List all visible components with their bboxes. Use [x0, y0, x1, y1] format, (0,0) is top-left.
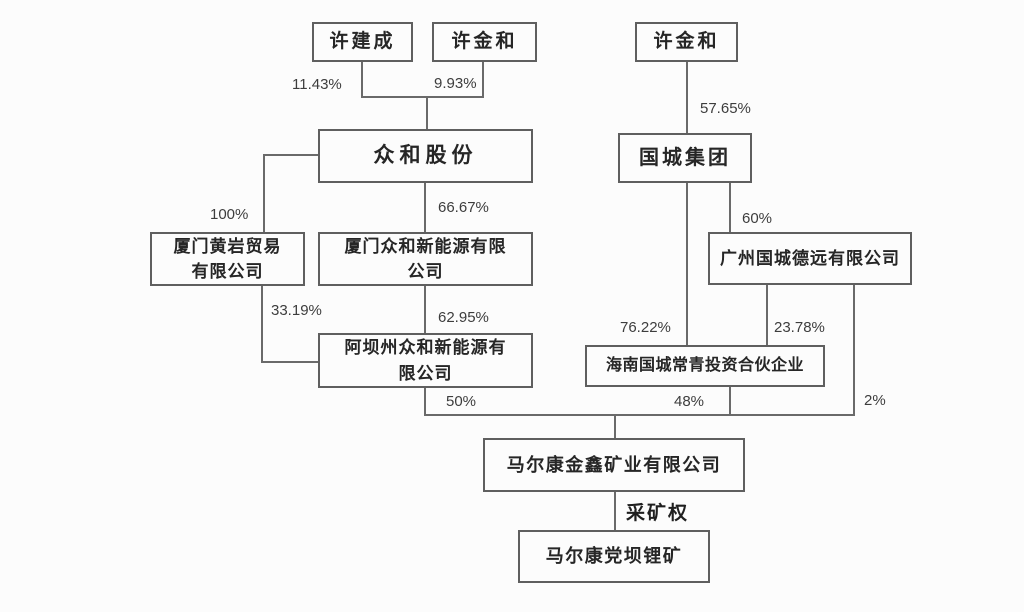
- node-xiamen-zhonghe-ne: 厦门众和新能源有限 公司: [318, 232, 533, 286]
- pct-guocheng-guangzhou: 60%: [742, 210, 773, 227]
- pct-guocheng-hainan: 76.22%: [620, 319, 671, 336]
- node-maerkang-jinxin: 马尔康金鑫矿业有限公司: [483, 438, 745, 492]
- connector-abazhou-to-bus: [424, 388, 426, 416]
- node-xu-jinhe-a: 许金和: [432, 22, 537, 62]
- label-mining-right: 采矿权: [626, 503, 690, 524]
- pct-abazhou-jinxin: 50%: [446, 393, 477, 410]
- connector-xu-jinhe-b-to-guocheng: [686, 62, 688, 135]
- connector-zhonghe-to-xiamen-ne: [424, 183, 426, 234]
- connector-guocheng-to-hainan: [686, 183, 688, 347]
- connector-xu-jinhe-a-down: [482, 62, 484, 98]
- pct-xiamen-ne-abazhou: 62.95%: [438, 309, 489, 326]
- node-guangzhou-guocheng-deyuan: 广州国城德远有限公司: [708, 232, 912, 285]
- connector-huangyan-to-abazhou: [261, 361, 320, 363]
- node-label: 许金和: [653, 30, 720, 52]
- node-abazhou-zhonghe-ne: 阿坝州众和新能源有 限公司: [318, 333, 533, 388]
- node-label: 马尔康党坝锂矿: [545, 546, 683, 566]
- node-label: 众和股份: [373, 143, 478, 168]
- pct-huangyan-abazhou: 33.19%: [271, 302, 322, 319]
- pct-xu-jiancheng-zhonghe: 11.43%: [292, 76, 342, 93]
- connector-guangzhou-to-bus: [853, 285, 855, 416]
- connector-to-huangyan: [263, 154, 265, 234]
- node-label: 广州国城德远有限公司: [720, 248, 900, 268]
- connector-merge-to-zhonghe: [426, 96, 428, 131]
- pct-guangzhou-hainan: 23.78%: [774, 319, 825, 336]
- node-xu-jinhe-b: 许金和: [635, 22, 738, 62]
- node-label: 厦门众和新能源有限 公司: [344, 236, 507, 282]
- node-label: 阿坝州众和新能源有 限公司: [344, 338, 507, 383]
- connector-top-merge: [361, 96, 484, 98]
- pct-zhonghe-huangyan: 100%: [210, 206, 249, 223]
- node-xu-jiancheng: 许建成: [312, 22, 413, 62]
- connector-huangyan-down: [261, 286, 263, 363]
- node-label: 马尔康金鑫矿业有限公司: [506, 454, 722, 475]
- node-maerkang-dangba: 马尔康党坝锂矿: [518, 530, 710, 583]
- pct-xu-jinhe-zhonghe: 9.93%: [434, 75, 477, 92]
- node-xiamen-huangyan: 厦门黄岩贸易 有限公司: [150, 232, 305, 286]
- connector-xu-jiancheng-down: [361, 62, 363, 98]
- node-hainan-guocheng-changqing: 海南国城常青投资合伙企业: [585, 345, 825, 387]
- connector-guangzhou-to-hainan: [766, 285, 768, 347]
- connector-xiamen-ne-to-abazhou: [424, 286, 426, 335]
- connector-guocheng-to-guangzhou: [729, 183, 731, 234]
- pct-xu-jinhe-guocheng: 57.65%: [700, 100, 751, 117]
- node-label: 国城集团: [639, 147, 731, 169]
- connector-zhonghe-left: [263, 154, 320, 156]
- node-zhonghe-gufen: 众和股份: [318, 129, 533, 183]
- connector-hainan-to-bus: [729, 387, 731, 416]
- node-label: 厦门黄岩贸易 有限公司: [173, 236, 282, 282]
- pct-hainan-jinxin: 48%: [674, 393, 705, 410]
- node-label: 许建成: [329, 30, 396, 52]
- pct-guangzhou-jinxin: 2%: [864, 392, 886, 409]
- node-label: 海南国城常青投资合伙企业: [605, 357, 804, 374]
- connector-bus-to-jinxin: [614, 414, 616, 440]
- node-guocheng-jituan: 国城集团: [618, 133, 752, 183]
- connector-bus: [424, 414, 855, 416]
- node-label: 许金和: [451, 30, 518, 52]
- pct-zhonghe-xiamen-ne: 66.67%: [438, 199, 489, 216]
- connector-jinxin-to-dangba: [614, 490, 616, 532]
